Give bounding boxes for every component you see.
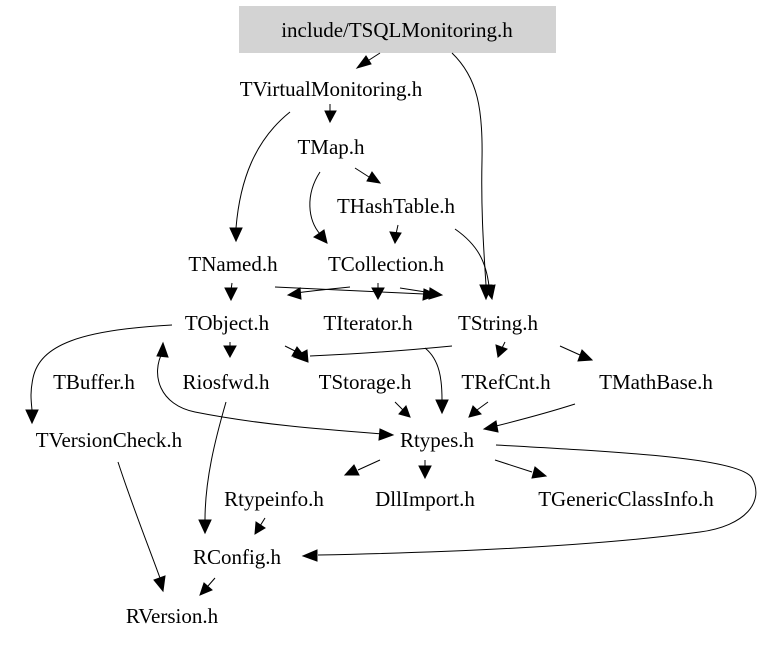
- node-tversioncheck[interactable]: TVersionCheck.h: [36, 428, 183, 452]
- edge-tnamed-tstring: [274, 286, 425, 295]
- node-rconfig[interactable]: RConfig.h: [193, 545, 282, 569]
- edge-rtypes-rtypeinfo: [357, 459, 381, 471]
- edge-tmap-tcollection: [309, 171, 321, 235]
- node-tcollection[interactable]: TCollection.h: [328, 252, 445, 276]
- edge-thashtable-tstring: [454, 228, 490, 287]
- arrowhead-rconfig-from-rtypeinfo: [254, 521, 266, 535]
- arrowhead-tobject-from-tcollection: [286, 287, 302, 300]
- edge-tobject-tbuffer: [30, 324, 173, 411]
- edge-rtypes-rconfig: [317, 444, 757, 556]
- edge-trefcnt-rtypes: [476, 401, 489, 411]
- arrowhead-rversion-from-rconfig: [199, 582, 213, 596]
- node-tgenericclassinfo[interactable]: TGenericClassInfo.h: [538, 487, 714, 511]
- edge-tobject-rtypes: [157, 350, 384, 435]
- arrowhead-tstring-from-tcollection: [428, 287, 444, 300]
- node-tstring[interactable]: TString.h: [458, 311, 538, 335]
- edge-riosfwd-rconfig: [204, 401, 227, 521]
- edge-tstring-rtypes: [424, 347, 443, 401]
- node-tvirtualmonitoring[interactable]: TVirtualMonitoring.h: [240, 77, 423, 101]
- edge-tsqlmonitoring-tstring: [451, 52, 487, 286]
- node-trefcnt[interactable]: TRefCnt.h: [461, 370, 551, 394]
- arrowhead-tmathbase: [577, 349, 594, 362]
- node-rtypes[interactable]: Rtypes.h: [400, 428, 475, 452]
- node-thashtable[interactable]: THashTable.h: [337, 194, 456, 218]
- node-dllimport[interactable]: DllImport.h: [375, 487, 475, 511]
- arrowhead-tobject-from-tnamed: [224, 287, 238, 302]
- edge-tstring-tobject: [309, 345, 453, 357]
- node-tbuffer[interactable]: TBuffer.h: [53, 370, 135, 394]
- arrowhead-rtypeinfo: [343, 464, 360, 476]
- root-node-box: [239, 6, 556, 53]
- node-tmap[interactable]: TMap.h: [297, 135, 365, 159]
- arrowhead-tversioncheck: [25, 409, 39, 425]
- node-rversion[interactable]: RVersion.h: [126, 604, 219, 628]
- edge-tvirtualmonitoring-tnamed: [235, 111, 291, 229]
- arrowhead-trefcnt: [495, 344, 508, 358]
- arrowheads: [25, 55, 594, 596]
- edge-tmap-thashtable: [354, 167, 370, 178]
- arrowhead-tobject-from-tstring: [292, 349, 309, 363]
- node-rtypeinfo[interactable]: Rtypeinfo.h: [224, 487, 324, 511]
- arrowhead-tgenericclassinfo: [531, 466, 548, 479]
- node-tsqlmonitoring[interactable]: include/TSQLMonitoring.h: [281, 18, 513, 42]
- edge-rconfig-rversion: [207, 577, 216, 587]
- arrowhead-tobject-from-rtypes: [156, 341, 169, 358]
- arrowhead-tvirtualmonitoring: [355, 55, 372, 69]
- edge-rtypes-tgenericclassinfo: [494, 459, 533, 473]
- arrowhead-rtypes-from-trefcnt: [468, 405, 482, 418]
- edge-tstring-tmathbase: [559, 345, 581, 356]
- node-titerator[interactable]: TIterator.h: [323, 311, 413, 335]
- node-tobject[interactable]: TObject.h: [185, 311, 270, 335]
- arrowhead-tnamed: [229, 227, 243, 243]
- arrowhead-tcollection-from-tmap: [313, 229, 328, 244]
- arrowhead-tcollection-from-thashtable: [389, 231, 402, 245]
- node-tstorage[interactable]: TStorage.h: [319, 370, 412, 394]
- arrowhead-tmap: [324, 110, 337, 124]
- node-riosfwd[interactable]: Riosfwd.h: [183, 370, 270, 394]
- edge-tversioncheck-rversion: [117, 461, 161, 579]
- node-tmathbase[interactable]: TMathBase.h: [599, 370, 713, 394]
- arrowhead-thashtable: [366, 171, 382, 184]
- arrowhead-tstring-from-thashtable: [482, 284, 496, 301]
- arrowhead-riosfwd: [223, 345, 237, 359]
- arrowhead-rtypes-from-tstring: [435, 399, 449, 415]
- arrowhead-rconfig-from-rtypes: [301, 549, 318, 562]
- arrowhead-rconfig-from-riosfwd: [198, 519, 212, 535]
- edge-tstorage-rtypes: [394, 401, 404, 411]
- arrowhead-rversion: [153, 575, 166, 593]
- node-tnamed[interactable]: TNamed.h: [188, 252, 278, 276]
- arrowhead-dllimport: [418, 465, 432, 480]
- edge-tmathbase-rtypes: [495, 403, 576, 427]
- nodes: include/TSQLMonitoring.h TVirtualMonitor…: [36, 18, 714, 628]
- arrowhead-titerator: [371, 287, 385, 301]
- arrowhead-rtypes-from-tstorage: [398, 405, 411, 418]
- arrowhead-rtypes-from-tmathbase: [482, 420, 499, 433]
- arrowhead-rtypes-from-tobject: [378, 428, 395, 441]
